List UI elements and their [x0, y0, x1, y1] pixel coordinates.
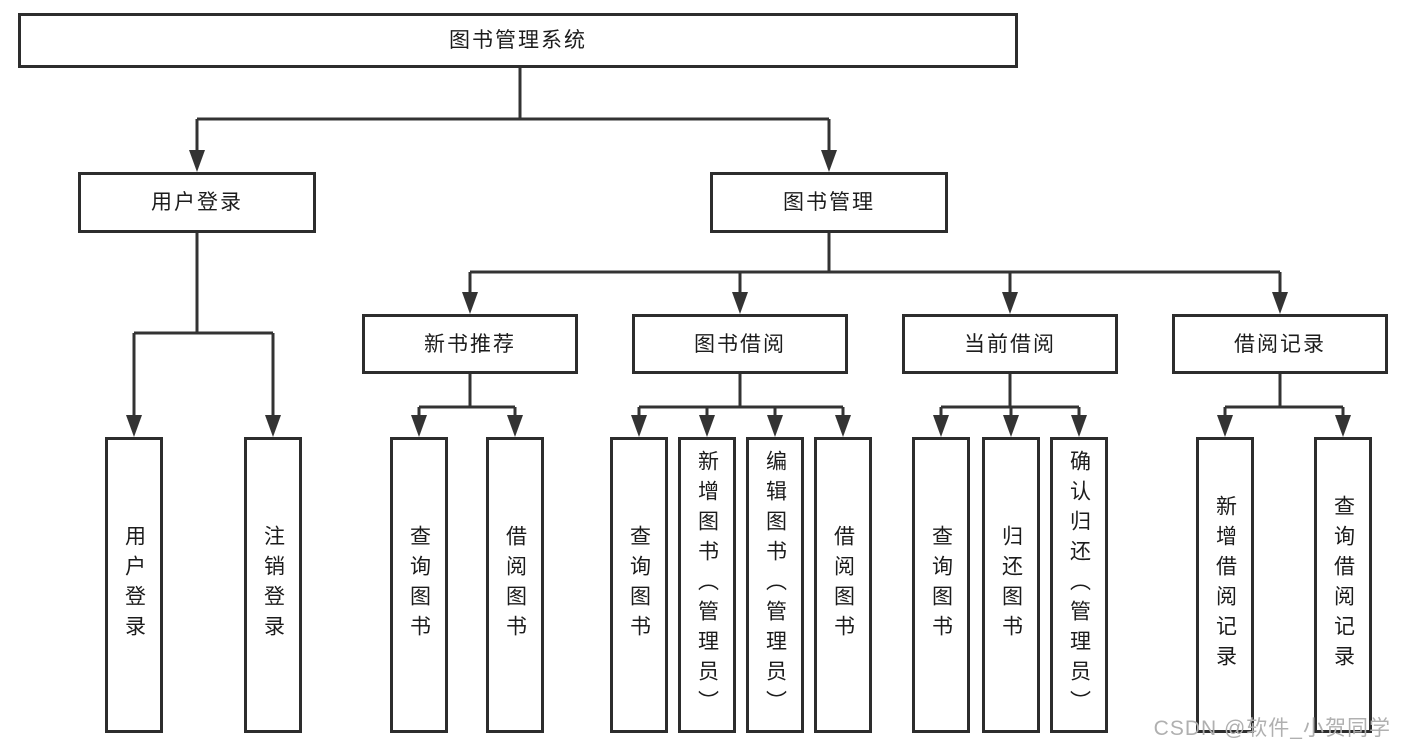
arrowhead-icon — [265, 415, 281, 437]
leaf-confirm-return-admin: 确认归还（管理员） — [1050, 437, 1108, 733]
leaf-add-borrow-record: 新增借阅记录 — [1196, 437, 1254, 733]
arrowhead-icon — [631, 415, 647, 437]
arrowhead-icon — [1335, 415, 1351, 437]
arrowheads — [126, 150, 1351, 437]
leaf-query-books: 查询图书 — [912, 437, 970, 733]
arrowhead-icon — [189, 150, 205, 172]
arrowhead-icon — [126, 415, 142, 437]
arrowhead-icon — [1071, 415, 1087, 437]
leaf-query-books: 查询图书 — [610, 437, 668, 733]
arrowhead-icon — [1217, 415, 1233, 437]
node-new-book-recommend: 新书推荐 — [362, 314, 578, 374]
leaf-logout-login: 注销登录 — [244, 437, 302, 733]
arrowhead-icon — [462, 292, 478, 314]
leaf-add-books-admin: 新增图书（管理员） — [678, 437, 736, 733]
node-book-borrow: 图书借阅 — [632, 314, 848, 374]
leaf-query-borrow-record: 查询借阅记录 — [1314, 437, 1372, 733]
node-current-borrow: 当前借阅 — [902, 314, 1118, 374]
arrowhead-icon — [821, 150, 837, 172]
arrowhead-icon — [507, 415, 523, 437]
node-borrow-records: 借阅记录 — [1172, 314, 1388, 374]
node-book-management: 图书管理 — [710, 172, 948, 233]
arrowhead-icon — [767, 415, 783, 437]
leaf-query-books: 查询图书 — [390, 437, 448, 733]
arrowhead-icon — [1002, 292, 1018, 314]
leaf-return-books: 归还图书 — [982, 437, 1040, 733]
arrowhead-icon — [933, 415, 949, 437]
leaf-borrow-books: 借阅图书 — [814, 437, 872, 733]
arrowhead-icon — [699, 415, 715, 437]
arrowhead-icon — [1003, 415, 1019, 437]
leaf-borrow-books: 借阅图书 — [486, 437, 544, 733]
arrowhead-icon — [411, 415, 427, 437]
arrowhead-icon — [732, 292, 748, 314]
connector-lines — [132, 68, 1345, 418]
arrowhead-icon — [835, 415, 851, 437]
leaf-user-login: 用户登录 — [105, 437, 163, 733]
arrowhead-icon — [1272, 292, 1288, 314]
leaf-edit-books-admin: 编辑图书（管理员） — [746, 437, 804, 733]
node-library-system: 图书管理系统 — [18, 13, 1018, 68]
node-user-login: 用户登录 — [78, 172, 316, 233]
watermark: CSDN @软件_小贺同学 — [1153, 717, 1391, 740]
